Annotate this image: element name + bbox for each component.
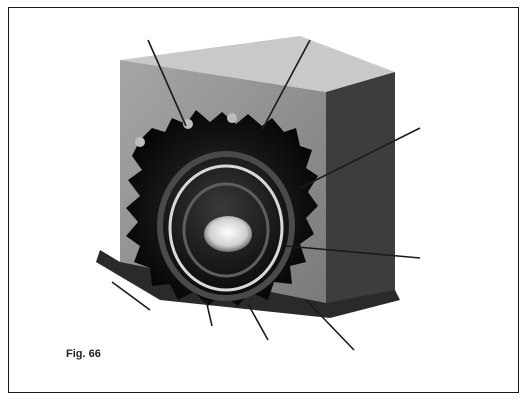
figure-label: Fig. 66 (66, 348, 101, 360)
detail-nub (135, 137, 145, 147)
block-side-face (326, 72, 395, 305)
core (204, 216, 252, 252)
detail-nub (227, 113, 237, 123)
